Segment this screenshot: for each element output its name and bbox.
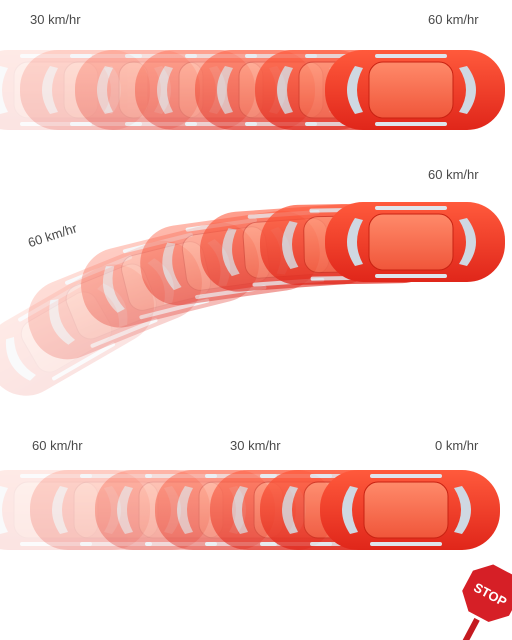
stop-sign-icon: STOP [439,555,512,640]
scene3-car-6 [320,470,500,550]
scene2-car-6 [325,202,505,282]
scene1-car-6 [325,50,505,130]
